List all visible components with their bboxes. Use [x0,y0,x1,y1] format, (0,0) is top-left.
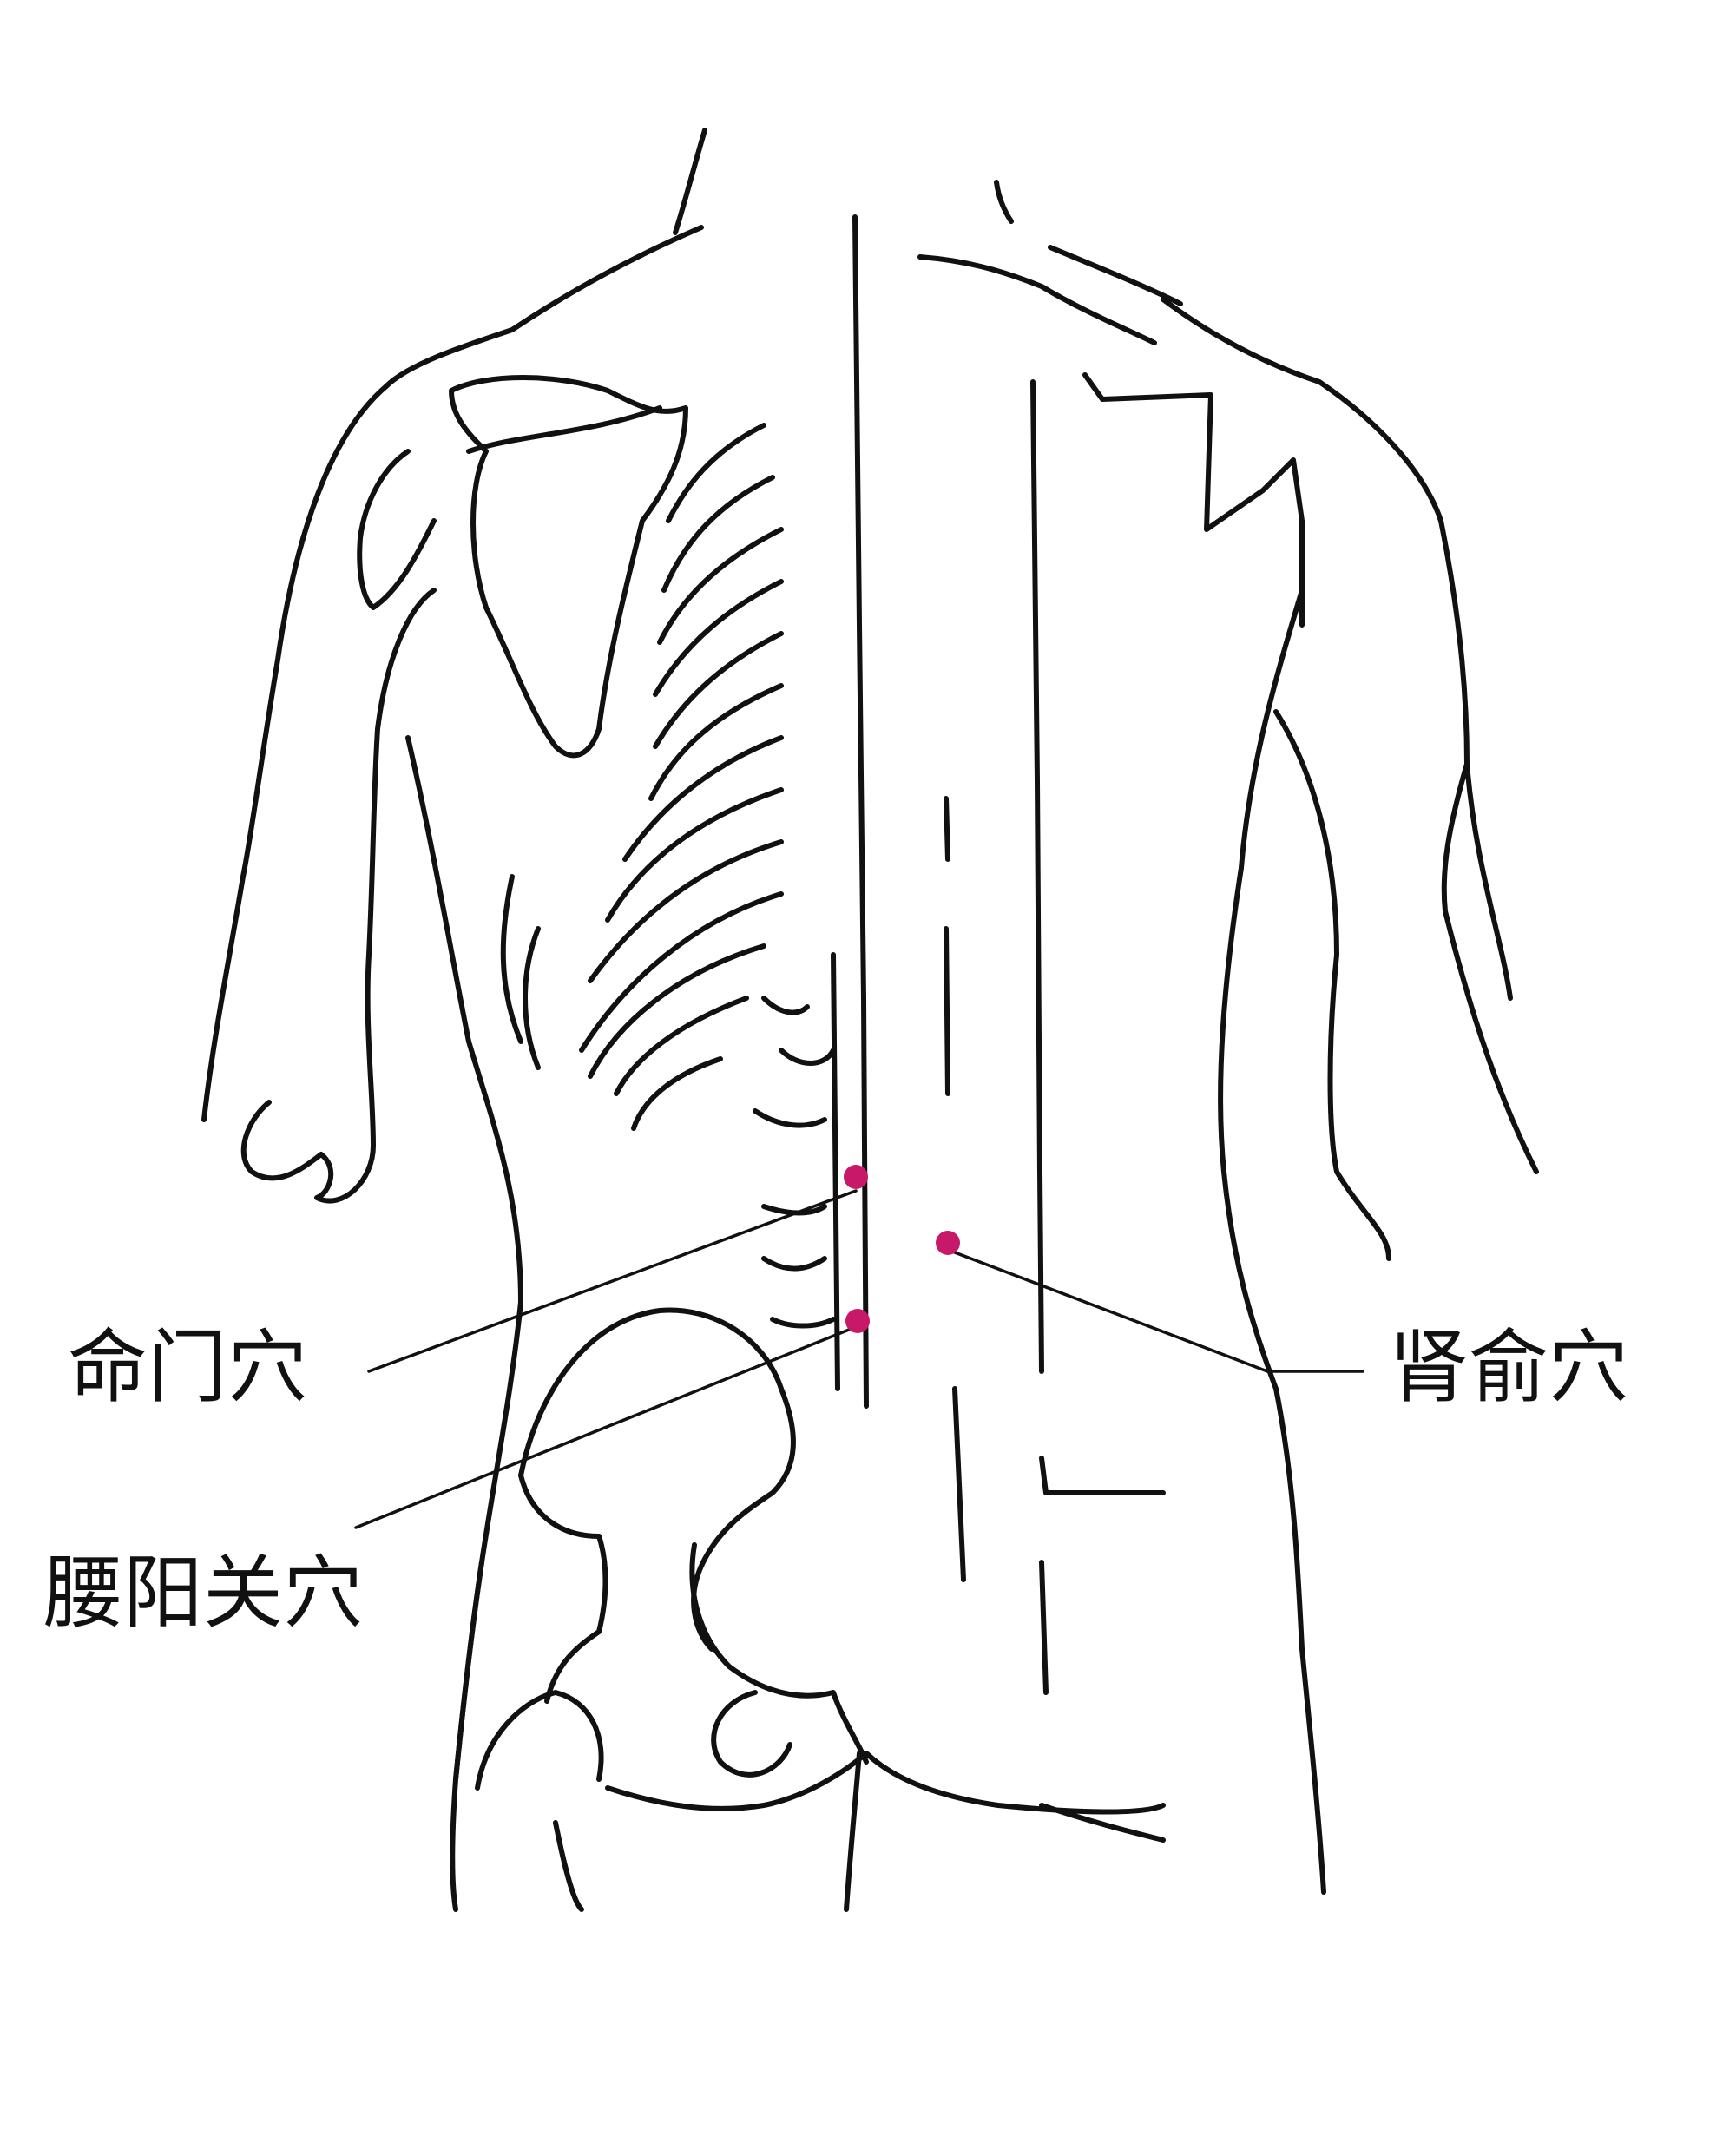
buttock-curve [605,1751,1166,1815]
sacrum [689,1542,869,1765]
left-scapula-spine [466,405,662,454]
mingmen-point [844,1165,868,1189]
mingmen-leader-line [367,1189,858,1373]
left-inner-arm [366,588,437,957]
paravertebral-dash-3 [952,1386,966,1582]
left-humerus-head [357,449,437,610]
right-scapula-outline [1082,372,1305,628]
shenshu-leader-line [946,1248,1364,1373]
shenshu-point [936,1231,960,1255]
neck-left [673,128,707,235]
left-hip-outer [453,1560,484,1782]
right-shoulder-line [917,254,1157,345]
right-inner-arm [1441,761,1539,1174]
left-scapula [449,375,688,759]
right-lower-box [1039,1456,1166,1495]
right-lower-line [1039,1560,1049,1695]
ribcage [500,423,784,1131]
left-shoulder-line [384,225,704,389]
pelvis-left-ilium [518,1307,796,1652]
lumbar-vertebrae [753,952,840,1391]
yaoyangguan-label: 腰阳关穴 [43,1547,364,1640]
shenshu-label: 肾俞穴 [1389,1321,1629,1414]
right-buttock [1039,1803,1166,1843]
pelvis-left-lower [518,1473,608,1704]
left-arm-outer [201,384,389,1122]
right-trapezius-edge [1161,297,1443,523]
paravertebral-line-right [1030,379,1044,1374]
right-torso-side [1218,588,1326,1895]
mingmen-label: 命门穴 [68,1321,308,1414]
left-thigh-outer [450,1777,458,1912]
left-torso-side [405,735,523,1782]
neck-right [994,180,1014,224]
left-thigh-inner [553,1820,584,1912]
spine-line [852,214,869,1409]
pelvis-left-outer [475,1690,604,1791]
right-trapezius [1048,245,1183,306]
gluteal-cleft [844,1751,862,1912]
right-lat-line [1273,709,1391,1261]
paravertebral-dash-1 [944,796,950,862]
yaoyangguan-point [845,1309,870,1333]
yaoyangguan-leader-line [354,1324,859,1529]
paravertebral-dash-2 [944,926,950,1096]
pelvis-obturator [711,1690,792,1778]
left-elbow [240,952,376,1204]
